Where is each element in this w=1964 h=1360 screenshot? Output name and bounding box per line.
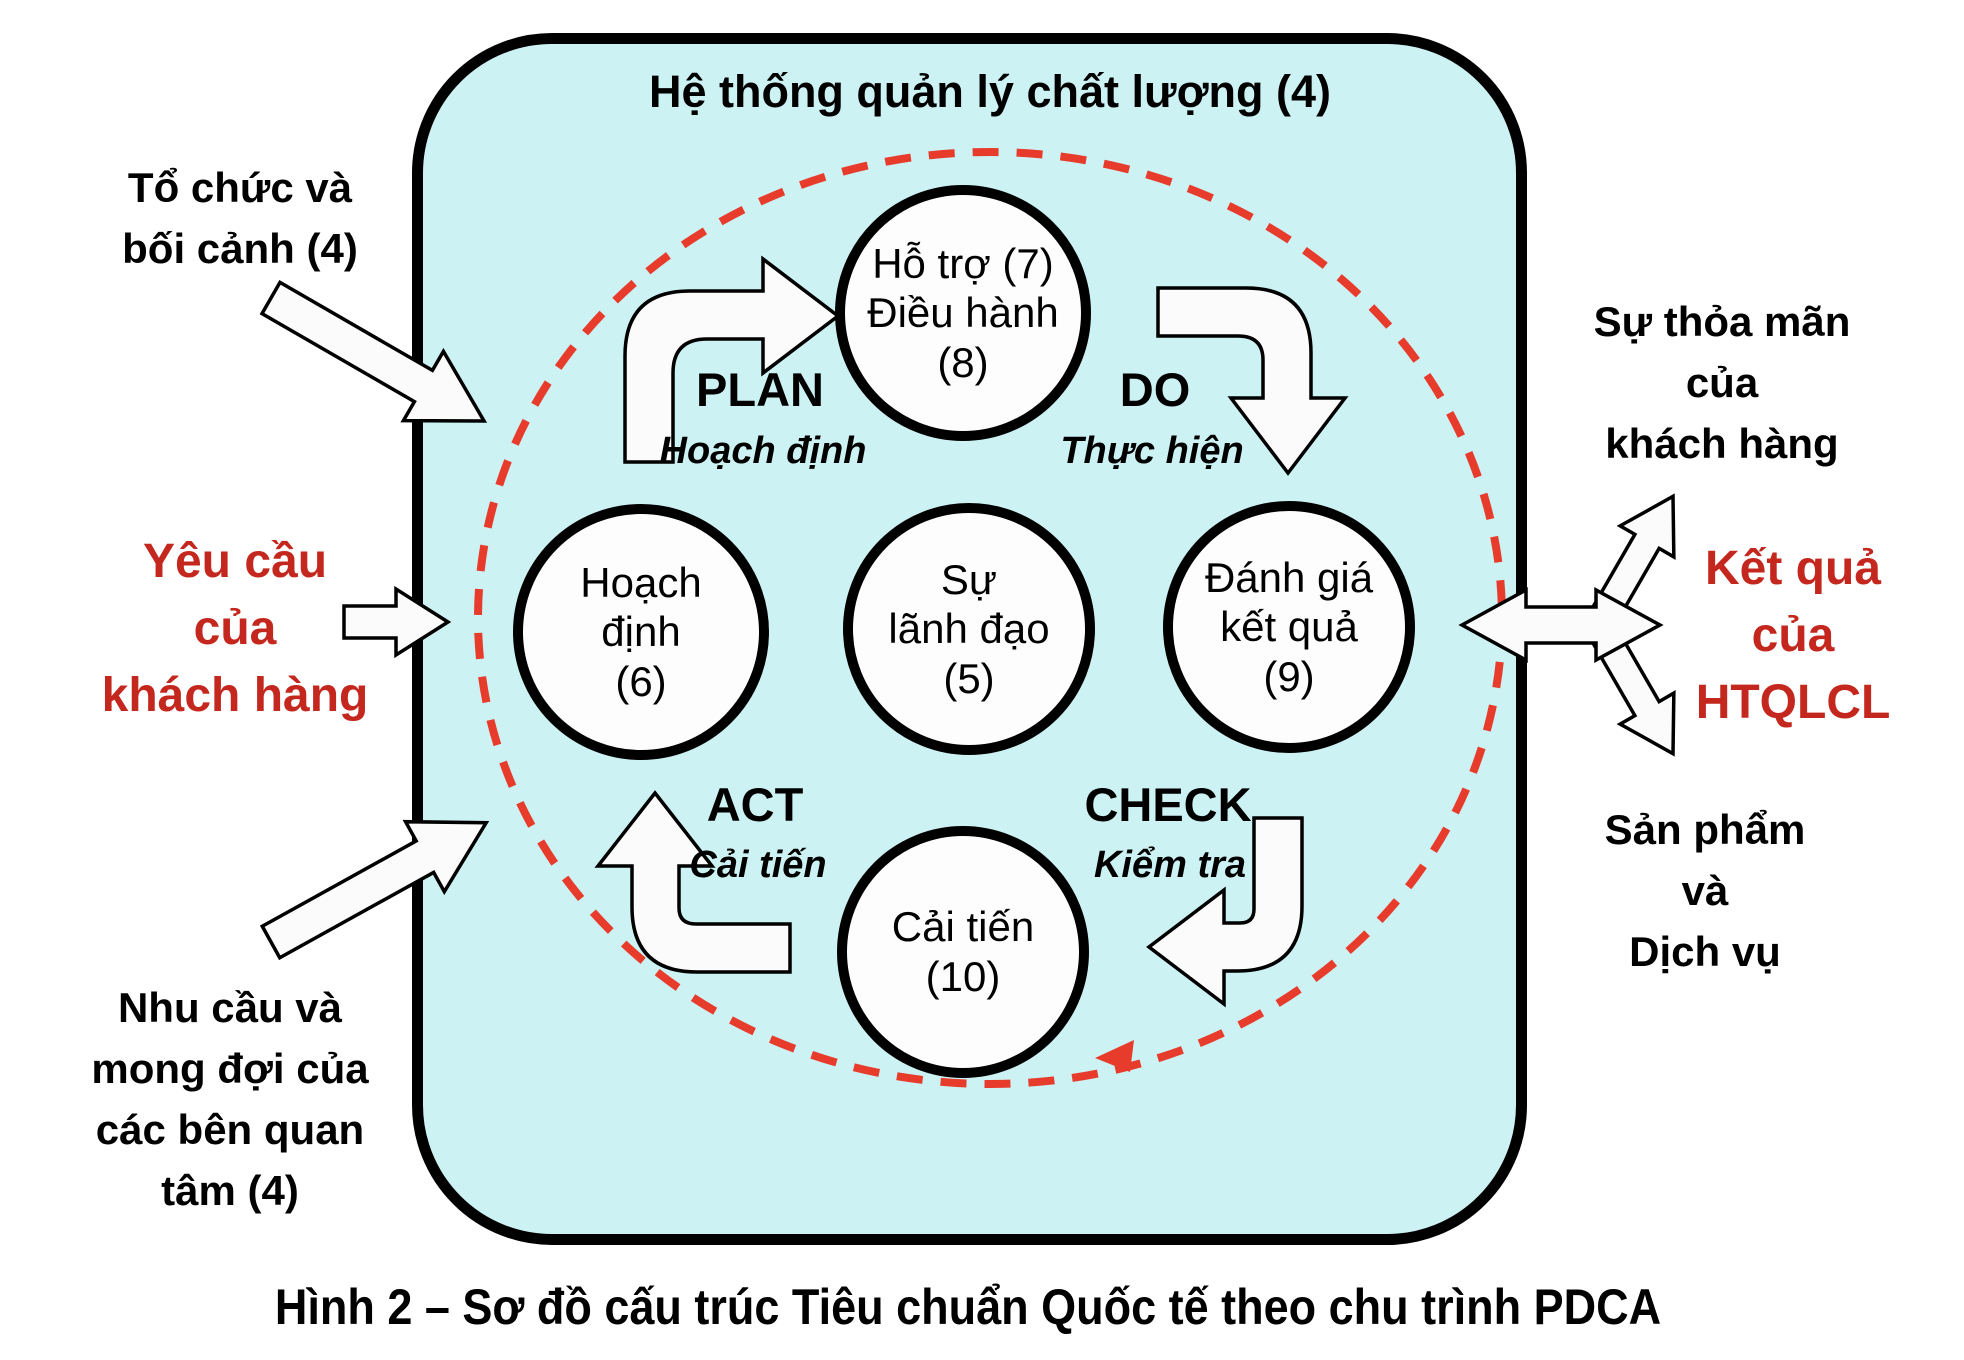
annotation-qms-results: Kết quả của HTQLCL — [1696, 535, 1891, 737]
act-curved-arrow-icon — [594, 790, 792, 974]
plan-curved-arrow-icon — [623, 255, 841, 464]
annotation-line: của — [1751, 609, 1835, 663]
interested-parties-arrow-icon — [259, 819, 490, 961]
annotation-line: Yêu cầu — [142, 535, 328, 588]
circle-line: Đánh giá — [1204, 553, 1374, 601]
circle-line: Sự — [940, 555, 998, 603]
check-label-vi: Kiểm tra — [1093, 844, 1247, 886]
context-arrow-icon — [259, 280, 488, 423]
act-label-vi: Cải tiến — [689, 844, 827, 886]
circle-line: (9) — [1263, 652, 1315, 700]
circle-line: kết quả — [1220, 603, 1358, 651]
check-curved-arrow-icon — [1146, 816, 1304, 1008]
circle-line: Cải tiến — [891, 903, 1035, 951]
annotation-context: Tổ chức và bối cảnh (4) — [122, 158, 358, 280]
annotation-line: Tổ chức và — [127, 164, 353, 211]
annotation-interested-parties: Nhu cầu và mong đợi của các bên quan tâm… — [91, 978, 368, 1222]
circle-line: Điều hành — [867, 289, 1059, 337]
do-curved-arrow-icon — [1156, 286, 1349, 476]
annotation-line: của — [1685, 358, 1759, 406]
figure-caption: Hình 2 – Sơ đồ cấu trúc Tiêu chuẩn Quốc … — [274, 1279, 1662, 1335]
qms-box-title: Hệ thống quản lý chất lượng (4) — [648, 66, 1332, 117]
circle-improvement: Cải tiến (10) — [837, 826, 1089, 1078]
annotation-products-services: Sản phẩm và Dịch vụ — [1605, 800, 1806, 983]
do-label-vi: Thực hiện — [1060, 430, 1244, 472]
customer-requirements-arrow-icon — [342, 585, 452, 659]
annotation-line: và — [1681, 866, 1729, 914]
circle-leadership: Sự lãnh đạo (5) — [843, 503, 1095, 755]
circle-line: định — [601, 608, 681, 656]
circle-line: lãnh đạo — [888, 605, 1050, 653]
results-double-arrow-icon — [1458, 587, 1664, 663]
annotation-line: của — [193, 602, 277, 656]
annotation-customer-requirements: Yêu cầu của khách hàng — [102, 528, 369, 730]
annotation-line: Sản phẩm — [1604, 806, 1806, 853]
annotation-line: khách hàng — [101, 669, 369, 723]
circle-line: Hoạch — [580, 558, 702, 606]
circle-line: (5) — [943, 654, 995, 702]
annotation-line: Kết quả — [1704, 542, 1881, 595]
annotation-line: Nhu cầu và — [117, 984, 343, 1031]
annotation-line: khách hàng — [1605, 419, 1839, 467]
annotation-line: HTQLCL — [1695, 676, 1891, 730]
circle-planning: Hoạch định (6) — [513, 504, 769, 760]
plan-label-vi: Hoạch định — [659, 430, 867, 472]
act-label: ACT — [706, 778, 804, 831]
circle-line: (8) — [937, 338, 989, 386]
annotation-line: mong đợi của — [91, 1044, 369, 1092]
annotation-line: bối cảnh (4) — [122, 224, 358, 272]
circle-line: Hỗ trợ (7) — [872, 239, 1054, 287]
annotation-customer-satisfaction: Sự thỏa mãn của khách hàng — [1594, 292, 1851, 475]
circle-performance-evaluation: Đánh giá kết quả (9) — [1163, 501, 1415, 753]
circle-support-operation: Hỗ trợ (7) Điều hành (8) — [835, 185, 1091, 441]
pdca-cycle-arrowhead-icon — [1095, 1040, 1134, 1072]
plan-label: PLAN — [696, 363, 824, 416]
annotation-line: Sự thỏa mãn — [1593, 298, 1851, 345]
circle-line: (6) — [615, 657, 667, 705]
do-label: DO — [1119, 363, 1191, 416]
circle-line: (10) — [925, 953, 1001, 1000]
annotation-line: các bên quan — [95, 1105, 365, 1153]
annotation-line: Dịch vụ — [1629, 927, 1781, 975]
annotation-line: tâm (4) — [161, 1166, 299, 1214]
check-label: CHECK — [1084, 778, 1252, 831]
